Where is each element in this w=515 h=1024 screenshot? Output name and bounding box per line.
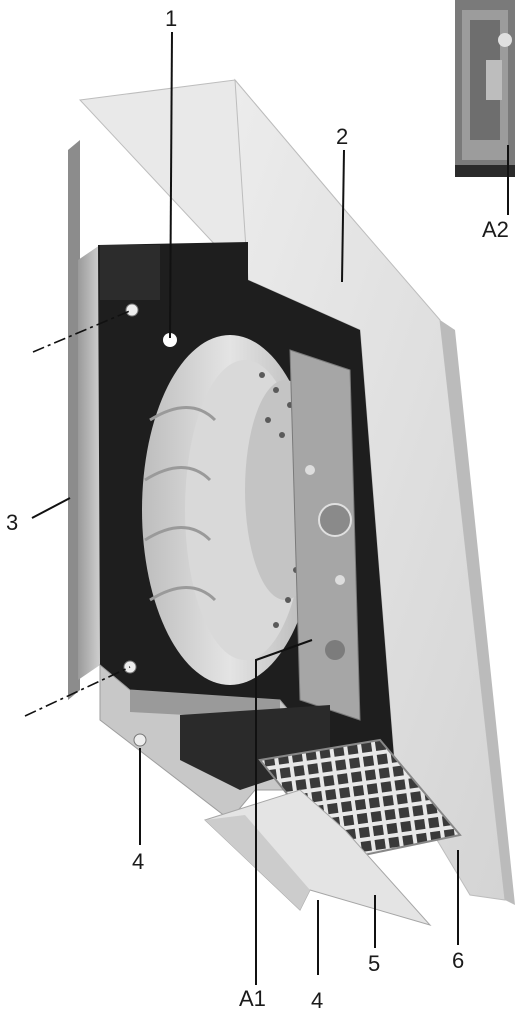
cover-flap — [204, 789, 432, 926]
housing-side-panel — [68, 140, 100, 700]
fan-impeller — [142, 335, 325, 685]
axis-lines — [24, 309, 133, 717]
housing-cover — [78, 78, 515, 905]
mounting-bracket-detail — [455, 0, 515, 215]
callout-4-bottom: 4 — [311, 988, 324, 1013]
callout-a2: A2 — [482, 217, 509, 242]
leader-lines — [31, 31, 459, 985]
callout-5: 5 — [368, 951, 381, 976]
callout-2: 2 — [336, 124, 349, 149]
motor-plate — [289, 349, 361, 721]
callout-6: 6 — [452, 948, 465, 973]
callout-4-left: 4 — [132, 849, 145, 874]
callout-1: 1 — [165, 6, 178, 31]
callout-3: 3 — [6, 510, 19, 535]
callout-a1: A1 — [239, 986, 266, 1011]
